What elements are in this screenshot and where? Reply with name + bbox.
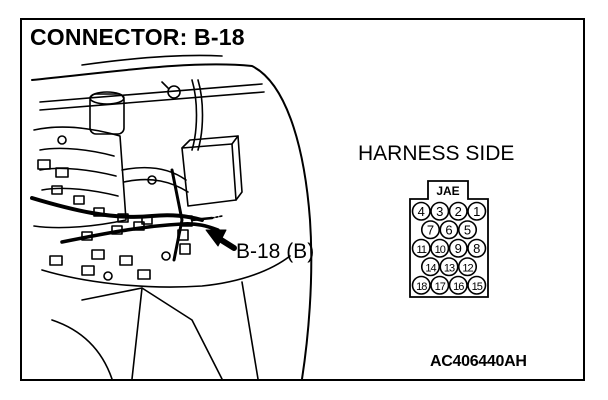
connector-pin bbox=[430, 275, 450, 295]
connector-pin bbox=[411, 275, 431, 295]
connector-tab-label: JAE bbox=[436, 184, 459, 198]
connector-pin-number: 7 bbox=[427, 222, 434, 237]
connector-pin-number: 11 bbox=[417, 244, 427, 256]
connector-pin-number: 10 bbox=[435, 244, 446, 256]
connector-pin-number: 1 bbox=[473, 204, 480, 219]
connector-pin bbox=[448, 201, 468, 221]
connector-pin bbox=[467, 201, 487, 221]
connector-pin bbox=[430, 238, 450, 258]
connector-pin bbox=[457, 220, 478, 240]
connector-pin-number: 16 bbox=[453, 281, 464, 293]
connector-pin bbox=[467, 275, 487, 295]
engine-bay-illustration bbox=[30, 54, 313, 379]
connector-pin bbox=[448, 238, 468, 258]
connector-pin bbox=[467, 238, 487, 258]
connector-pin bbox=[430, 201, 450, 221]
connector-pin-number: 17 bbox=[435, 281, 446, 293]
connector-pin-number: 13 bbox=[444, 262, 455, 274]
connector-pin-number: 5 bbox=[464, 222, 471, 237]
connector-pin-number: 4 bbox=[418, 204, 425, 219]
connector-pin-number: 2 bbox=[455, 204, 462, 219]
connector-pin bbox=[411, 201, 431, 221]
connector-pin bbox=[420, 220, 441, 240]
part-code: AC406440AH bbox=[430, 353, 527, 370]
connector-pin-number: 14 bbox=[425, 262, 436, 274]
connector-pin bbox=[457, 257, 478, 277]
connector-pin bbox=[439, 220, 459, 240]
connector-pin bbox=[448, 275, 468, 295]
connector-pin-number: 15 bbox=[472, 281, 483, 293]
diagram-frame: CONNECTOR: B-18 bbox=[20, 18, 585, 381]
diagram-title: CONNECTOR: B-18 bbox=[30, 24, 245, 50]
connector-pin-number: 6 bbox=[445, 222, 452, 237]
connector-pin-number: 18 bbox=[416, 281, 427, 293]
connector-pin-number: 9 bbox=[455, 241, 462, 256]
connector-callout-label: B-18 (B) bbox=[236, 240, 315, 263]
connector-pin bbox=[439, 257, 459, 277]
connector-pin-number: 12 bbox=[462, 262, 473, 274]
harness-side-label: HARNESS SIDE bbox=[358, 142, 515, 165]
connector-pin bbox=[411, 238, 431, 258]
connector-pin-number: 8 bbox=[473, 241, 480, 256]
connector-pin-number: 3 bbox=[436, 204, 443, 219]
connector-pin bbox=[420, 257, 441, 277]
